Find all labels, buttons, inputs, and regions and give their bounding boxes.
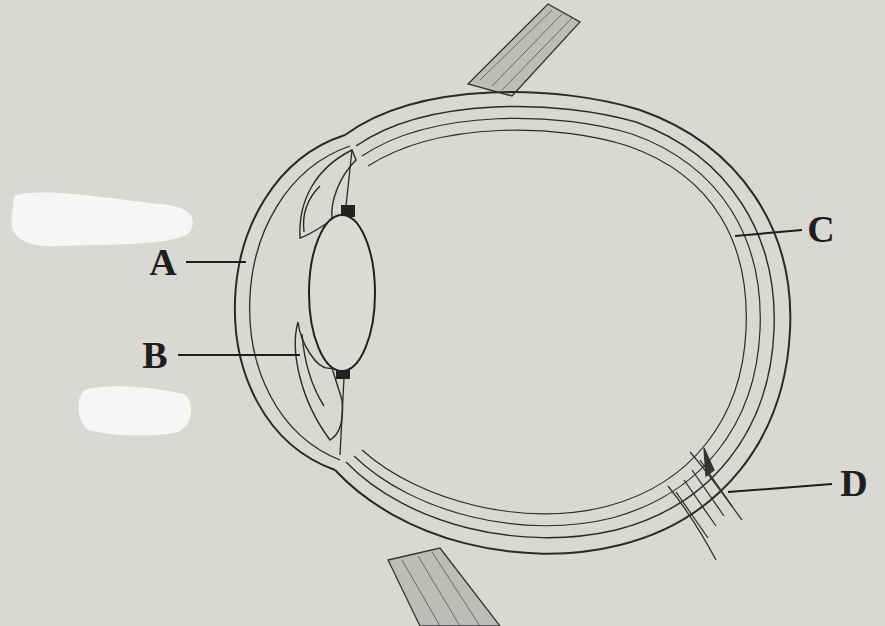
optic-nerve (668, 448, 742, 560)
callout-letter: D (840, 464, 867, 502)
white-patch (78, 386, 191, 435)
eyeball-outline (235, 92, 790, 554)
muscle-fibres (402, 10, 572, 626)
callout-letter: A (149, 243, 176, 281)
callout-letter: B (142, 336, 167, 374)
eye-muscle (388, 4, 580, 626)
lens (309, 215, 375, 371)
callout-letter: C (807, 210, 834, 248)
leader-line (178, 230, 832, 492)
white-patch (11, 192, 193, 246)
